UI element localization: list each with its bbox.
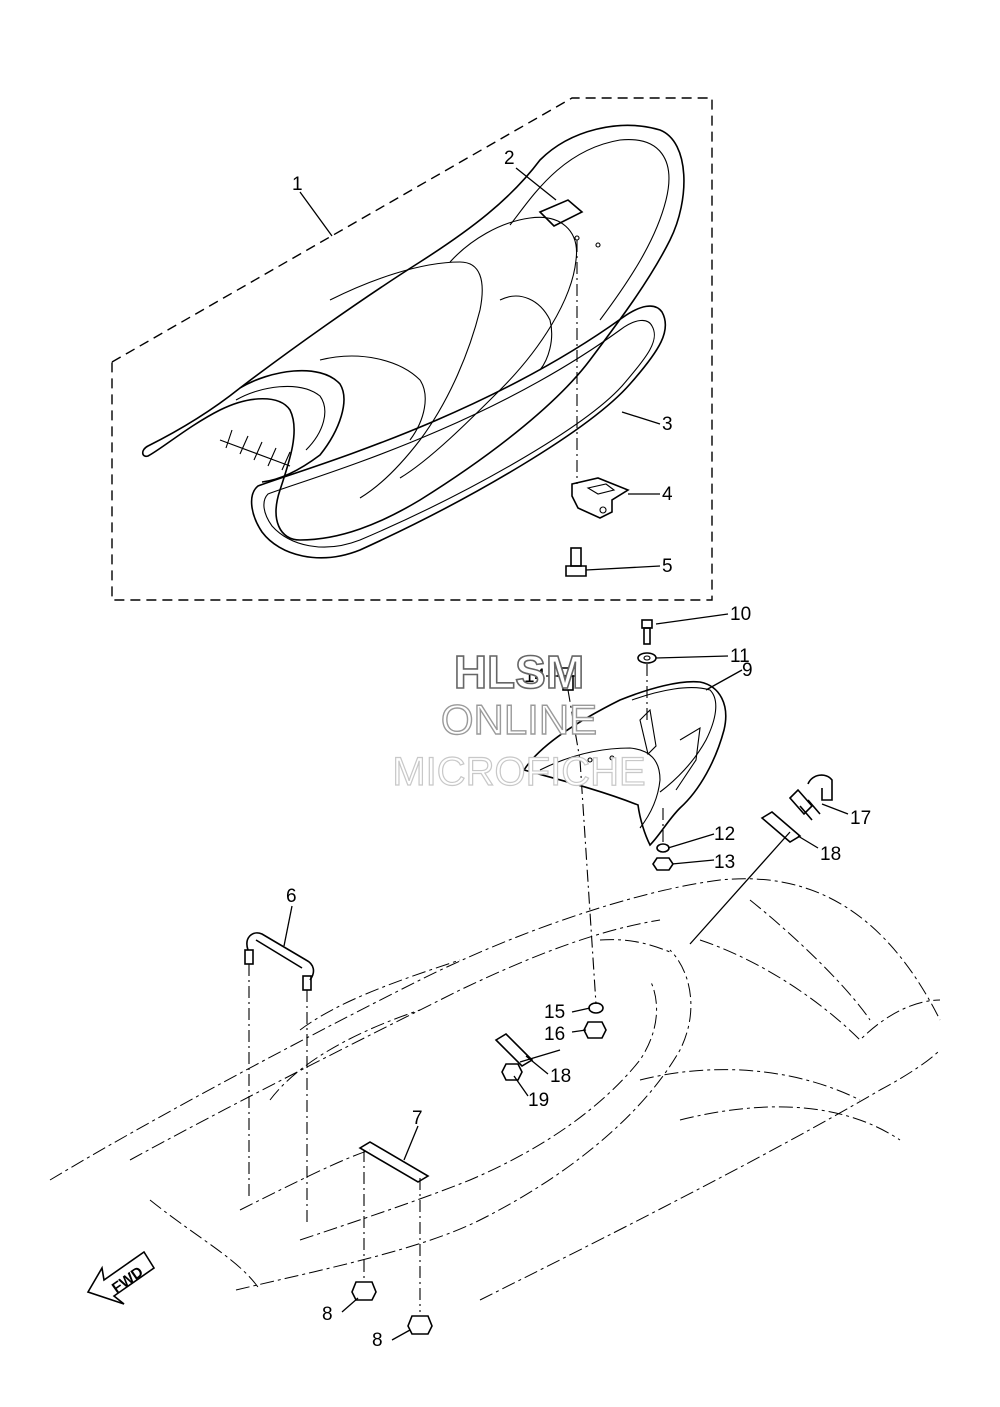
forward-direction-arrow: FWD [86,1250,156,1305]
callout-8-right: 8 [372,1330,383,1351]
watermark-line-1: HLSM [454,646,584,698]
plate-18-lower [494,1032,534,1068]
callout-18-lower: 18 [550,1066,571,1087]
callout-3: 3 [662,414,673,435]
callout-9: 9 [742,660,753,681]
watermark-line-3: MICROFICHE [392,750,645,794]
callout-4: 4 [662,484,673,505]
nut-8-left [351,1281,377,1301]
watermark-line-2: ONLINE [441,696,597,743]
callout-numbers: 1 2 3 4 5 6 7 8 8 9 10 11 12 13 14 15 16… [286,148,871,1351]
nut-19 [501,1063,523,1081]
fwd-label: FWD [109,1263,147,1297]
nut-8-right [407,1315,433,1335]
bolt-5 [565,547,587,577]
washer-11 [637,652,657,664]
nut-13 [652,857,674,871]
callout-18-upper: 18 [820,844,841,865]
leader-lines [283,167,849,1341]
seat-assembly-boundary [111,97,713,601]
callout-5: 5 [662,556,673,577]
bolt-10 [641,619,653,645]
u-bolt-17 [788,774,833,821]
callout-11: 11 [730,646,750,667]
hull-deck-outline [49,878,941,1301]
grab-handle-6 [244,932,315,991]
callout-19: 19 [528,1090,549,1111]
callout-7: 7 [412,1108,423,1129]
callout-14: 14 [524,666,546,687]
callout-13: 13 [714,852,735,873]
callout-16: 16 [544,1024,565,1045]
callout-1: 1 [292,174,303,195]
grommet-15 [588,1002,604,1014]
seat-part [141,124,685,559]
callout-2: 2 [504,148,515,169]
watermark: HLSM ONLINE MICROFICHE [392,645,647,794]
seat-lock-bracket [571,477,630,519]
washer-12 [656,843,670,853]
plate-18-upper [760,811,802,843]
rear-cover-part [522,680,727,847]
callout-6: 6 [286,886,297,907]
callout-15: 15 [544,1002,565,1023]
callout-17: 17 [850,808,871,829]
nut-16 [583,1021,607,1039]
label-sticker [538,199,584,227]
callout-8-left: 8 [322,1304,333,1325]
plate-7 [358,1141,430,1183]
callout-12: 12 [714,824,735,845]
callout-10: 10 [730,604,751,625]
